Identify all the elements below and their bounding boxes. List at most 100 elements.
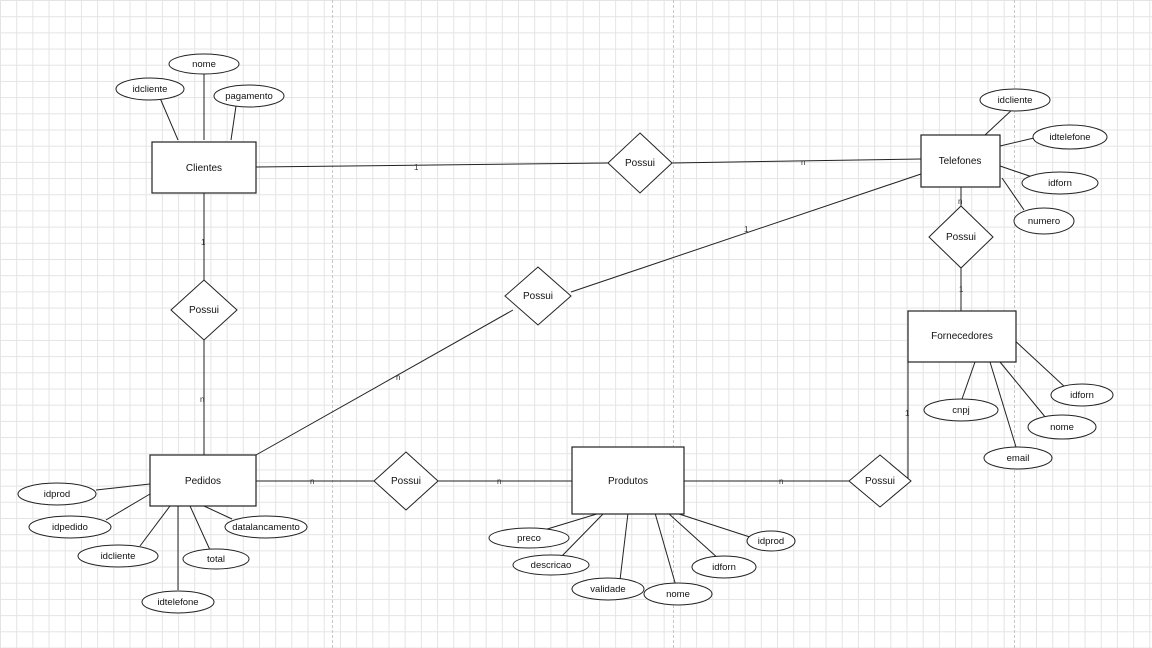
attribute-fornecedores-cnpj[interactable]: cnpj xyxy=(923,398,999,422)
connector xyxy=(203,505,233,520)
cardinality-label: 1 xyxy=(201,238,206,247)
connector xyxy=(984,107,1015,136)
attribute-telefones-idcliente[interactable]: idcliente xyxy=(979,88,1051,112)
attribute-fornecedores-email[interactable]: email xyxy=(983,446,1053,470)
page-break-guide xyxy=(673,0,674,648)
cardinality-label: n xyxy=(958,197,962,206)
attribute-label: preco xyxy=(517,533,541,544)
relationship-produtos-fornecedores[interactable]: Possui xyxy=(848,454,912,508)
cardinality-label: n xyxy=(497,477,501,486)
attribute-label: nome xyxy=(192,59,216,70)
attribute-telefones-idforn[interactable]: idforn xyxy=(1021,171,1099,195)
connector xyxy=(255,309,514,456)
connector xyxy=(139,505,171,547)
attribute-label: nome xyxy=(1050,422,1074,433)
attribute-pedidos-idprod[interactable]: idprod xyxy=(17,482,97,506)
page-break-guide xyxy=(332,0,333,648)
attribute-pedidos-idpedido[interactable]: idpedido xyxy=(28,515,112,539)
connector xyxy=(619,512,629,581)
attribute-label: datalancamento xyxy=(232,522,300,533)
entity-label: Telefones xyxy=(939,156,982,167)
attribute-label: idpedido xyxy=(52,522,88,533)
attribute-pedidos-idcliente[interactable]: idcliente xyxy=(77,544,159,568)
attribute-clientes-idcliente[interactable]: idcliente xyxy=(115,77,185,101)
connector xyxy=(1011,337,1067,389)
connector xyxy=(95,483,151,491)
connector xyxy=(654,512,677,587)
cardinality-label: 1 xyxy=(744,225,749,234)
connector xyxy=(989,361,1017,448)
attribute-label: nome xyxy=(666,589,690,600)
attribute-label: idprod xyxy=(44,489,70,500)
attribute-produtos-idforn[interactable]: idforn xyxy=(691,555,757,579)
cardinality-label: n xyxy=(200,395,204,404)
attribute-label: validade xyxy=(590,584,625,595)
entity-label: Produtos xyxy=(608,476,648,487)
entity-pedidos[interactable]: Pedidos xyxy=(149,454,257,507)
connector xyxy=(570,173,922,293)
attribute-produtos-idprod[interactable]: idprod xyxy=(746,530,796,552)
attribute-label: idtelefone xyxy=(1049,132,1090,143)
relationship-label: Possui xyxy=(391,476,421,487)
attribute-produtos-validade[interactable]: validade xyxy=(571,577,645,601)
relationship-clientes-telefones[interactable]: Possui xyxy=(607,132,673,194)
connector xyxy=(1001,177,1025,211)
connector xyxy=(105,493,151,521)
connectors xyxy=(95,73,1067,590)
attribute-label: pagamento xyxy=(225,91,273,102)
relationship-label: Possui xyxy=(865,476,895,487)
attribute-clientes-nome[interactable]: nome xyxy=(168,53,240,75)
relationship-label: Possui xyxy=(625,158,655,169)
attribute-pedidos-idtelefone[interactable]: idtelefone xyxy=(141,590,215,614)
connector xyxy=(999,361,1047,419)
attribute-fornecedores-nome[interactable]: nome xyxy=(1027,414,1097,440)
cardinality-labels: 1 n 1 n 1 n n 1 n n n 1 xyxy=(200,158,964,486)
attribute-telefones-idtelefone[interactable]: idtelefone xyxy=(1032,124,1108,150)
cardinality-label: n xyxy=(310,477,314,486)
connector xyxy=(159,97,179,141)
attribute-produtos-descricao[interactable]: descricao xyxy=(512,554,590,576)
cardinality-label: n xyxy=(779,477,783,486)
attribute-fornecedores-idforn[interactable]: idforn xyxy=(1050,383,1114,407)
connector xyxy=(961,361,976,400)
attribute-label: idcliente xyxy=(133,84,168,95)
relationship-telefones-fornecedores[interactable]: Possui xyxy=(928,205,994,269)
connector xyxy=(543,512,601,531)
attribute-label: numero xyxy=(1028,216,1060,227)
entity-fornecedores[interactable]: Fornecedores xyxy=(907,310,1017,363)
attribute-telefones-numero[interactable]: numero xyxy=(1013,207,1075,235)
relationship-pedidos-produtos[interactable]: Possui xyxy=(373,451,439,511)
connector xyxy=(667,512,721,561)
attribute-produtos-preco[interactable]: preco xyxy=(488,527,570,549)
connector xyxy=(559,512,605,559)
cardinality-label: n xyxy=(396,373,400,382)
attribute-pedidos-total[interactable]: total xyxy=(182,548,250,570)
attribute-label: idforn xyxy=(712,562,736,573)
relationship-label: Possui xyxy=(946,232,976,243)
relationship-telefones-pedidos[interactable]: Possui xyxy=(504,266,572,326)
connector xyxy=(255,162,609,168)
cardinality-label: 1 xyxy=(905,409,910,418)
attribute-label: idforn xyxy=(1070,390,1094,401)
connector xyxy=(999,137,1035,147)
attribute-label: total xyxy=(207,554,225,565)
attribute-label: idcliente xyxy=(101,551,136,562)
attribute-label: idtelefone xyxy=(157,597,198,608)
entity-clientes[interactable]: Clientes xyxy=(151,141,257,194)
connector xyxy=(671,158,922,164)
entity-produtos[interactable]: Produtos xyxy=(571,446,685,515)
connector xyxy=(675,512,757,540)
relationship-clientes-pedidos[interactable]: Possui xyxy=(170,279,238,341)
attribute-label: idforn xyxy=(1048,178,1072,189)
attribute-produtos-nome[interactable]: nome xyxy=(643,582,713,606)
attribute-label: descricao xyxy=(531,560,572,571)
attribute-clientes-pagamento[interactable]: pagamento xyxy=(213,84,285,108)
attribute-label: idprod xyxy=(758,536,784,547)
entity-telefones[interactable]: Telefones xyxy=(920,134,1001,188)
connector xyxy=(189,505,211,551)
relationship-label: Possui xyxy=(523,291,553,302)
attribute-label: cnpj xyxy=(952,405,969,416)
cardinality-label: 1 xyxy=(414,163,419,172)
attribute-pedidos-datalancamento[interactable]: datalancamento xyxy=(224,515,308,539)
